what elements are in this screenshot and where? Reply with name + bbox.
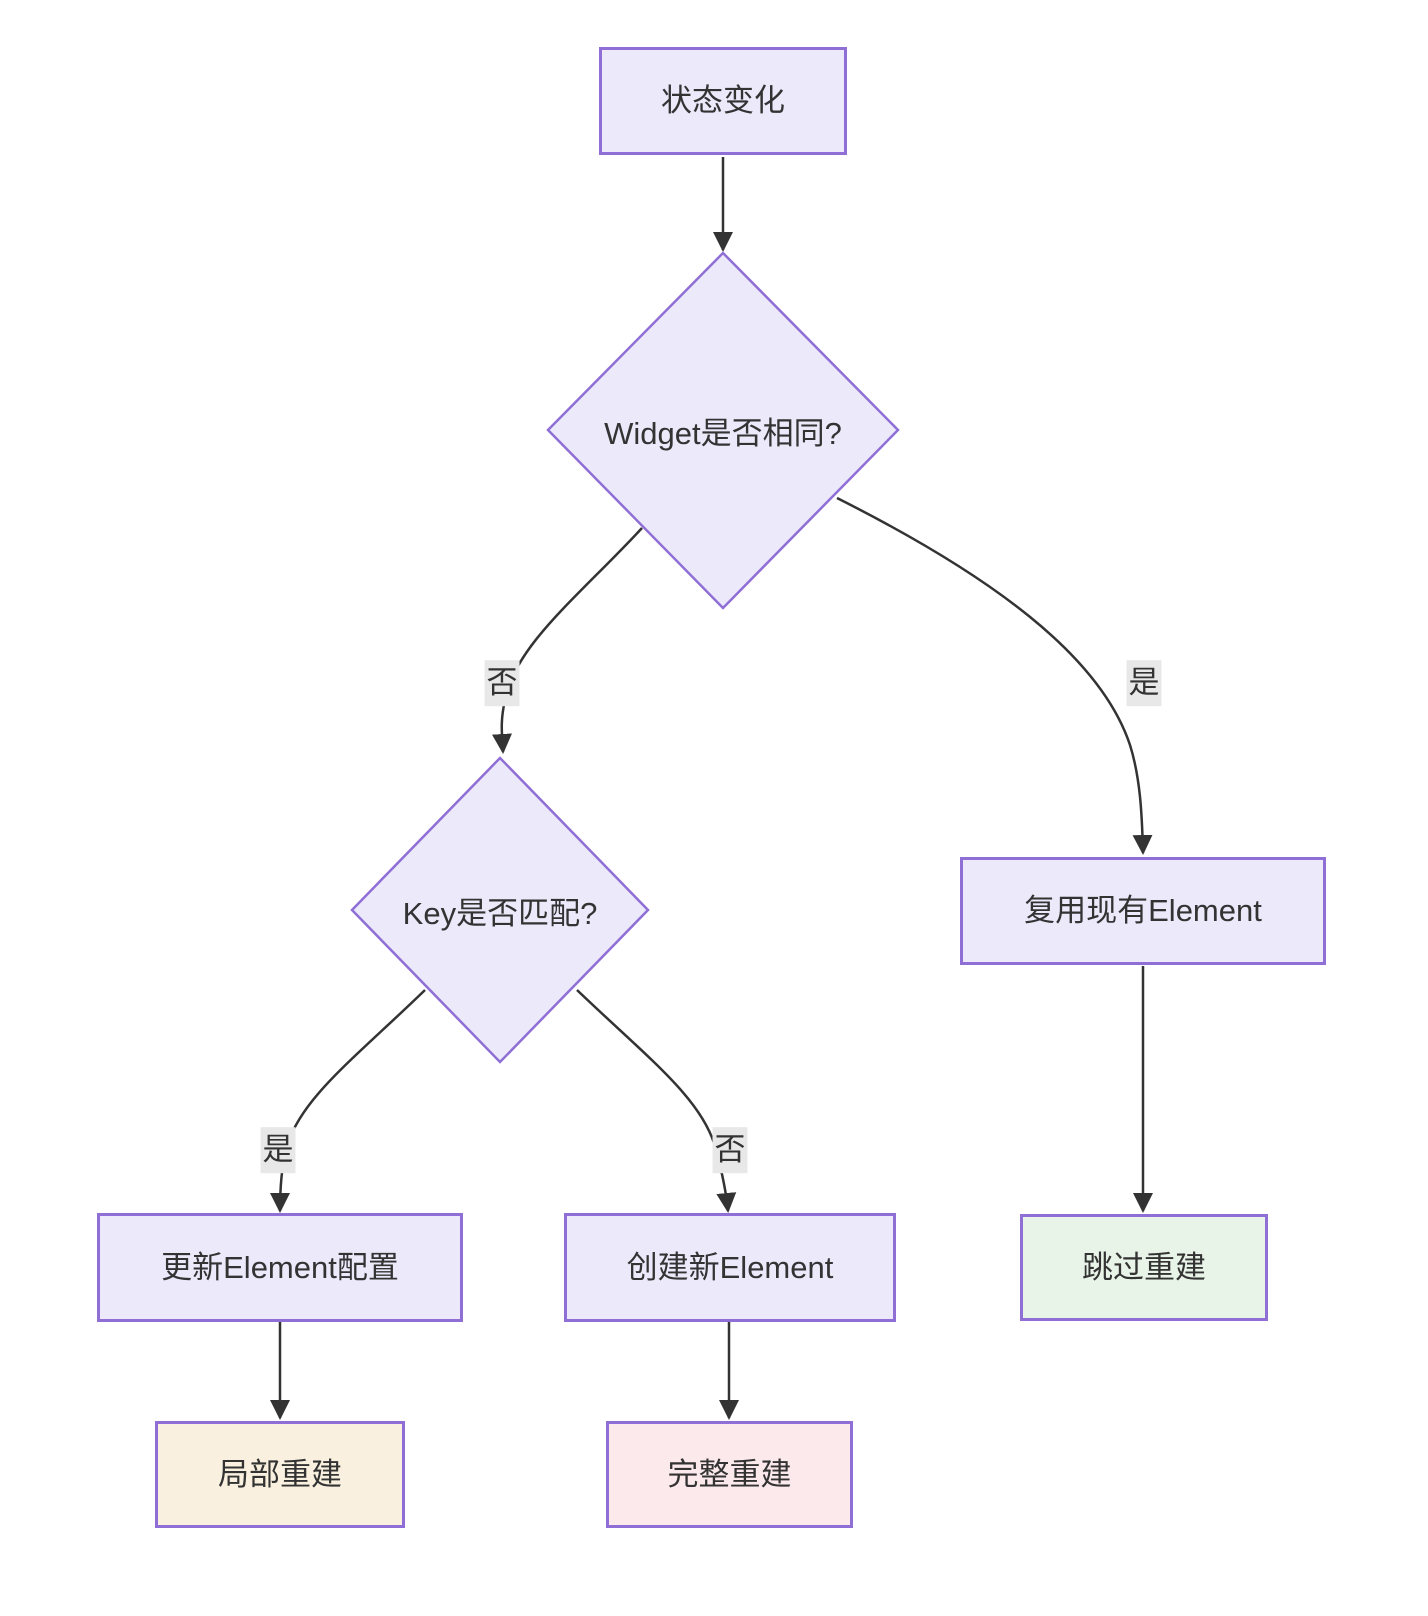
node-skip-rebuild: 跳过重建 [1020,1214,1268,1321]
edge-label-widget-no: 否 [484,660,520,706]
edge-label-widget-yes: 是 [1126,660,1162,706]
node-full-rebuild-label: 完整重建 [667,1456,792,1492]
node-reuse-element-label: 复用现有Element [1024,893,1262,929]
node-update-element: 更新Element配置 [97,1213,463,1322]
node-create-element-label: 创建新Element [626,1249,834,1285]
node-skip-rebuild-label: 跳过重建 [1082,1249,1206,1285]
edge-key-yes-to-update [270,989,426,1213]
decision-diamond-key-match [350,756,650,1064]
node-partial-rebuild-label: 局部重建 [218,1456,342,1492]
node-state-change-label: 状态变化 [661,83,785,119]
node-reuse-element: 复用现有Element [960,857,1326,965]
edge-widget-no-to-key [492,527,643,754]
node-partial-rebuild: 局部重建 [155,1421,405,1528]
edge-label-key-yes: 是 [260,1127,296,1173]
node-update-element-label: 更新Element配置 [161,1249,399,1285]
node-state-change: 状态变化 [599,47,847,155]
edge-widget-yes-to-reuse [836,496,1153,855]
edge-key-no-to-create [576,989,737,1213]
edge-label-key-no: 否 [712,1127,748,1173]
node-create-element: 创建新Element [564,1213,896,1322]
node-full-rebuild: 完整重建 [606,1421,853,1528]
decision-diamond-widget-same [546,251,900,610]
